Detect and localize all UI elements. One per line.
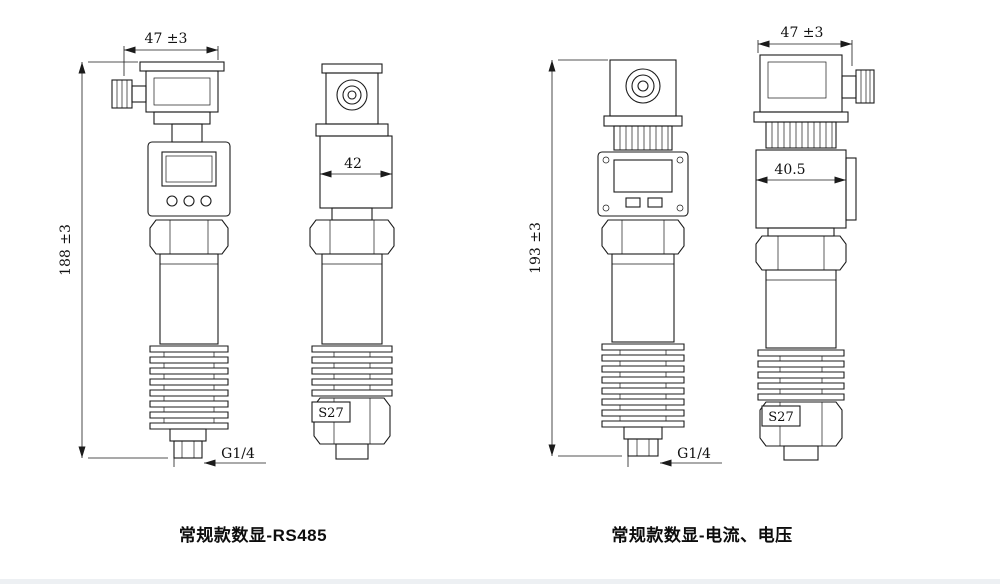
cv-side-dimensions: 47 ±3 40.5 (756, 25, 853, 184)
bottom-hex: S27 (311, 397, 391, 445)
cooling-fins (149, 345, 229, 430)
lcd-display-module (147, 141, 231, 217)
rs485-dimensions: 47 ±3 188 ±3 G1/4 (58, 31, 266, 467)
rs485-side-width-label: 42 (344, 156, 362, 172)
page-edge (0, 579, 1000, 584)
body-cylinder (765, 269, 837, 349)
cv-height-dim-label: 193 ±3 (528, 222, 544, 274)
cv-dimensions: 193 ±3 G1/4 (528, 59, 722, 467)
caption-rs485: 常规款数显-RS485 (178, 526, 328, 545)
connector-side (753, 54, 875, 123)
housing-side (319, 135, 393, 221)
cv-side-view: S27 47 ±3 40.5 (753, 25, 875, 461)
din-connector (111, 61, 225, 143)
rs485-front-view (111, 61, 231, 459)
rs485-width-dim-label: 47 ±3 (145, 31, 188, 47)
bottom-stub (783, 445, 819, 461)
housing-side (755, 149, 857, 237)
rs485-height-dim-label: 188 ±3 (58, 224, 74, 276)
hex-nut (309, 219, 395, 255)
bottom-hex: S27 (759, 401, 843, 447)
cv-front-view (597, 59, 689, 457)
circular-connector (603, 59, 683, 127)
cv-body-width-label: 40.5 (774, 162, 805, 178)
connector-side (315, 63, 389, 137)
lcd-display-module (597, 151, 689, 217)
rs485-side-view: S27 42 (309, 63, 395, 460)
cv-hex-label: S27 (768, 410, 793, 425)
hex-nut (755, 235, 847, 271)
body-cylinder (321, 253, 383, 345)
thread-stub (623, 426, 663, 457)
knurled-ring (613, 125, 673, 151)
body-cylinder (159, 253, 219, 345)
hex-nut (149, 219, 229, 255)
caption-current-voltage: 常规款数显-电流、电压 (611, 526, 793, 545)
cooling-fins (757, 349, 845, 401)
body-cylinder (611, 253, 675, 343)
cv-thread-label: G1/4 (677, 446, 711, 462)
bottom-stub (335, 443, 369, 460)
cooling-fins (601, 343, 685, 428)
knurled-ring (765, 121, 837, 149)
cooling-fins (311, 345, 393, 397)
cv-side-width-label: 47 ±3 (781, 25, 824, 41)
hex-nut (601, 219, 685, 255)
rs485-thread-label: G1/4 (221, 446, 255, 462)
rs485-hex-label: S27 (318, 406, 343, 421)
thread-stub (169, 428, 207, 459)
side-width-dimension: 42 (320, 156, 392, 178)
